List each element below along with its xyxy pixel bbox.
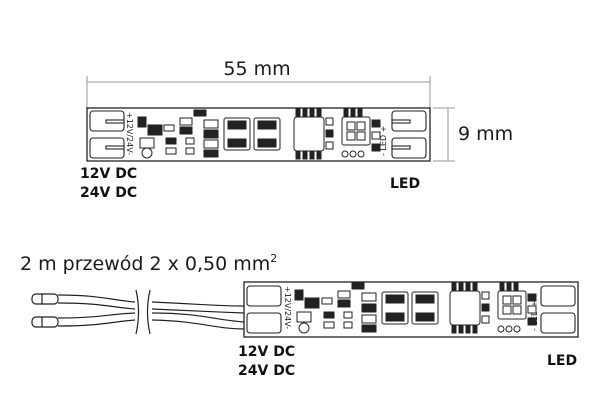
width-label: 9 mm (458, 123, 513, 145)
length-dimension (86, 76, 431, 108)
input-label-24v-bottom: 24V DC (238, 363, 295, 379)
pcb-input-text-bottom: +12V/24V- (283, 286, 292, 329)
top-module: 55 mm 9 mm +12V/24V- - LED + (80, 58, 513, 201)
pcb-output-text: - LED + (379, 126, 388, 156)
output-pads-bottom (540, 285, 576, 334)
pcb-components-bottom (294, 281, 537, 334)
input-label-12v-bottom: 12V DC (238, 344, 295, 360)
bottom-module: 2 m przewód 2 x 0,50 mm2 +12V/24V- (20, 252, 579, 379)
output-label-led: LED (390, 176, 420, 192)
pcb-output-text-bottom: - LED + (530, 301, 539, 331)
input-label-12v: 12V DC (80, 166, 137, 182)
input-label-24v: 24V DC (80, 185, 137, 201)
input-pads (89, 110, 125, 159)
pcb-components (137, 107, 381, 160)
cable-wires (31, 289, 245, 335)
output-label-led-bottom: LED (547, 353, 577, 369)
cable-label: 2 m przewód 2 x 0,50 mm2 (20, 252, 277, 275)
input-pads-bottom (246, 285, 282, 334)
pcb-input-text: +12V/24V- (125, 112, 134, 155)
output-pads (391, 110, 427, 159)
length-label: 55 mm (223, 58, 290, 80)
width-dimension (433, 107, 455, 162)
